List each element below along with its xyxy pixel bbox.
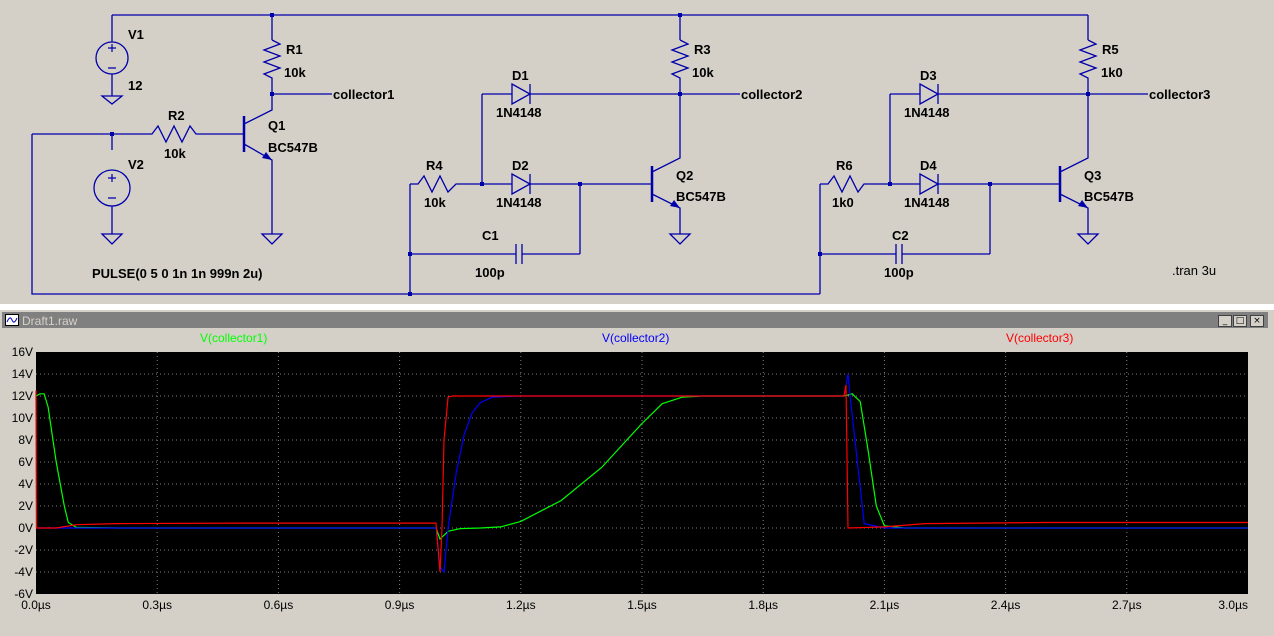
trace-v-collector3[interactable] bbox=[35, 384, 1248, 573]
c1-name: C1 bbox=[482, 228, 499, 243]
net-label-collector1: collector1 bbox=[333, 87, 394, 102]
d1-name: D1 bbox=[512, 68, 529, 83]
d2-name: D2 bbox=[512, 158, 529, 173]
r4-name: R4 bbox=[426, 158, 443, 173]
schematic-window: V1 12 V2 PULSE(0 5 0 1n 1n 999n 2u) R1 1… bbox=[0, 0, 1274, 304]
x-tick-label: 0.3µs bbox=[142, 598, 172, 612]
d1-value: 1N4148 bbox=[496, 105, 542, 120]
x-tick-label: 0.0µs bbox=[21, 598, 51, 612]
y-tick-label: 16V bbox=[12, 345, 33, 359]
y-tick-label: 6V bbox=[18, 455, 33, 469]
y-tick-label: 12V bbox=[12, 389, 33, 403]
v2-name: V2 bbox=[128, 157, 144, 172]
q2-name: Q2 bbox=[676, 168, 693, 183]
x-tick-label: 2.7µs bbox=[1112, 598, 1142, 612]
y-tick-label: 14V bbox=[12, 367, 33, 381]
close-button[interactable]: × bbox=[1250, 315, 1264, 327]
legend-collector2[interactable]: V(collector2) bbox=[602, 332, 669, 345]
r5-name: R5 bbox=[1102, 42, 1119, 57]
r2-value: 10k bbox=[164, 146, 186, 161]
c1-value: 100p bbox=[475, 265, 505, 280]
y-tick-label: -6V bbox=[14, 587, 33, 601]
r3-value: 10k bbox=[692, 65, 714, 80]
q3-name: Q3 bbox=[1084, 168, 1101, 183]
minimize-button[interactable]: _ bbox=[1218, 315, 1232, 327]
y-tick-label: 8V bbox=[18, 433, 33, 447]
plot-grid bbox=[36, 352, 1248, 594]
x-tick-label: 0.6µs bbox=[264, 598, 294, 612]
waveform-title: Draft1.raw bbox=[22, 314, 78, 328]
r1-value: 10k bbox=[284, 65, 306, 80]
q1-value: BC547B bbox=[268, 140, 318, 155]
net-label-collector3: collector3 bbox=[1149, 87, 1210, 102]
r3-name: R3 bbox=[694, 42, 711, 57]
r6-name: R6 bbox=[836, 158, 853, 173]
schematic-canvas[interactable]: V1 12 V2 PULSE(0 5 0 1n 1n 999n 2u) R1 1… bbox=[4, 4, 1270, 300]
waveform-plot[interactable]: 16V 14V 12V 10V 8V 6V 4V 2V 0V -2V -4V -6V 0.0µs 0.3… bbox=[0, 332, 1270, 632]
waveform-titlebar[interactable]: Draft1.raw _ □ × bbox=[0, 310, 1270, 330]
x-tick-label: 1.8µs bbox=[748, 598, 778, 612]
d4-name: D4 bbox=[920, 158, 937, 173]
y-tick-label: 10V bbox=[12, 411, 33, 425]
y-tick-label: 0V bbox=[18, 521, 33, 535]
waveform-window: Draft1.raw _ □ × 16V 14V 12V 10V 8V 6V 4V 2V 0V -… bbox=[0, 310, 1274, 636]
d3-name: D3 bbox=[920, 68, 937, 83]
y-tick-label: 2V bbox=[18, 499, 33, 513]
legend-collector3[interactable]: V(collector3) bbox=[1006, 332, 1073, 345]
x-tick-label: 2.1µs bbox=[870, 598, 900, 612]
c2-name: C2 bbox=[892, 228, 909, 243]
waveform-icon bbox=[5, 314, 19, 326]
r2-name: R2 bbox=[168, 108, 185, 123]
x-tick-label: 3.0µs bbox=[1218, 598, 1248, 612]
d3-value: 1N4148 bbox=[904, 105, 950, 120]
d4-value: 1N4148 bbox=[904, 195, 950, 210]
x-tick-label: 2.4µs bbox=[991, 598, 1021, 612]
r6-value: 1k0 bbox=[832, 195, 854, 210]
v1-name: V1 bbox=[128, 27, 144, 42]
v1-value: 12 bbox=[128, 78, 142, 93]
legend-collector1[interactable]: V(collector1) bbox=[200, 332, 267, 345]
x-tick-label: 0.9µs bbox=[385, 598, 415, 612]
c2-value: 100p bbox=[884, 265, 914, 280]
x-tick-label: 1.2µs bbox=[506, 598, 536, 612]
v2-value: PULSE(0 5 0 1n 1n 999n 2u) bbox=[92, 266, 263, 281]
x-tick-label: 1.5µs bbox=[627, 598, 657, 612]
spice-directive[interactable]: .tran 3u bbox=[1172, 263, 1216, 278]
r1-name: R1 bbox=[286, 42, 303, 57]
y-axis-labels: 16V 14V 12V 10V 8V 6V 4V 2V 0V -2V -4V -6V bbox=[12, 345, 33, 601]
d2-value: 1N4148 bbox=[496, 195, 542, 210]
x-axis-labels: 0.0µs 0.3µs 0.6µs 0.9µs 1.2µs 1.5µs 1.8µs 2.1µs… bbox=[21, 598, 1248, 612]
y-tick-label: -2V bbox=[14, 543, 33, 557]
maximize-button[interactable]: □ bbox=[1233, 315, 1247, 327]
r5-value: 1k0 bbox=[1101, 65, 1123, 80]
trace-v-collector1[interactable] bbox=[35, 393, 1248, 541]
q1-name: Q1 bbox=[268, 118, 285, 133]
trace-layer bbox=[35, 373, 1248, 574]
y-tick-label: 4V bbox=[18, 477, 33, 491]
q3-value: BC547B bbox=[1084, 189, 1134, 204]
net-label-collector2: collector2 bbox=[741, 87, 802, 102]
y-tick-label: -4V bbox=[14, 565, 33, 579]
q2-value: BC547B bbox=[676, 189, 726, 204]
r4-value: 10k bbox=[424, 195, 446, 210]
